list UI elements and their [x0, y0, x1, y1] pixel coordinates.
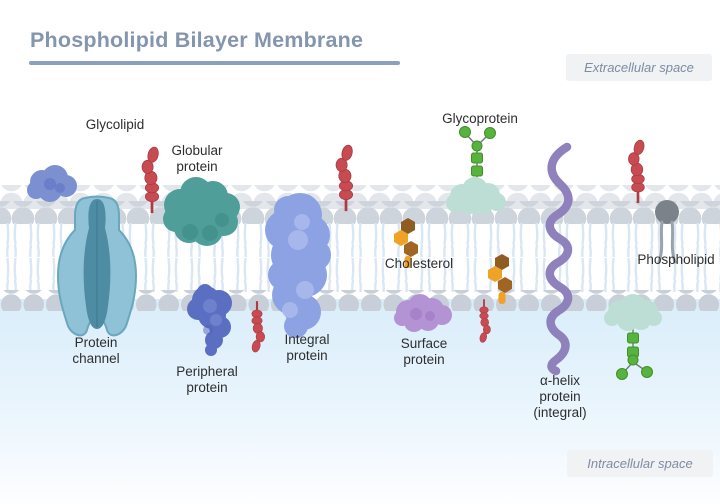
alpha-helix-shape	[545, 142, 573, 376]
intracellular-space-label: Intracellular space	[587, 456, 693, 471]
intracellular-glycoprotein-shape	[604, 294, 662, 380]
label-alpha-helix-protein: α-helix protein (integral)	[533, 373, 587, 420]
small-surface-blob	[27, 165, 77, 202]
label-surface-protein: Surface protein	[400, 336, 448, 367]
integral-protein-shape	[265, 193, 331, 338]
intracellular-space-badge: Intracellular space	[567, 450, 713, 477]
label-peripheral-protein: Peripheral protein	[176, 364, 238, 395]
label-glycoprotein: Glycoprotein	[442, 111, 518, 126]
protein-channel-shape	[56, 195, 138, 337]
surface-protein-shape	[394, 294, 452, 332]
label-integral-protein: Integral protein	[284, 332, 330, 363]
page-title: Phospholipid Bilayer Membrane	[30, 28, 364, 52]
title-underline	[29, 61, 400, 65]
extracellular-space-badge: Extracellular space	[566, 54, 712, 81]
label-glycolipid: Glycolipid	[85, 117, 145, 132]
label-phospholipid: Phospholipid	[637, 252, 715, 267]
label-globular-protein: Globular protein	[171, 143, 223, 174]
peripheral-protein-shape	[187, 284, 232, 356]
label-cholesterol: Cholesterol	[384, 256, 454, 271]
globular-protein-shape	[163, 177, 240, 246]
bottom-heads-row	[0, 290, 720, 311]
extracellular-space-label: Extracellular space	[584, 60, 694, 75]
label-protein-channel: Protein channel	[72, 335, 120, 366]
glycoprotein-shape	[446, 126, 506, 214]
phospholipid-molecule	[655, 200, 679, 264]
